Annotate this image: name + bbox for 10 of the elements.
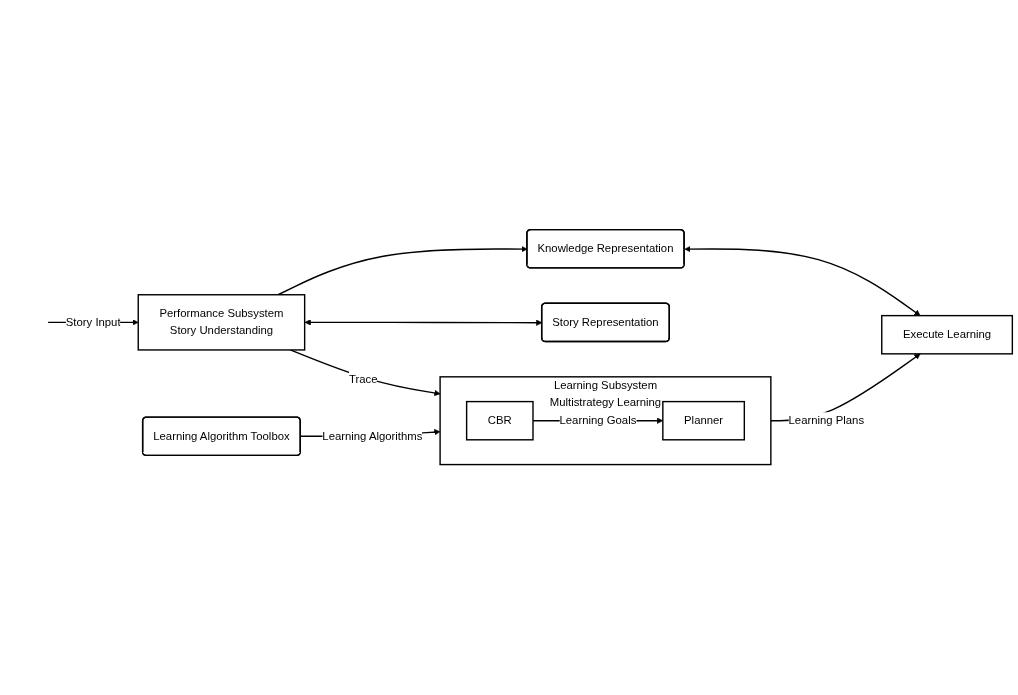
edge-label: Trace (348, 373, 378, 386)
node-box: Execute Learning (881, 315, 1014, 355)
edge-label: Story Input (65, 316, 121, 329)
edge-label: Learning Algorithms (322, 430, 423, 443)
node-box: CBR (465, 401, 534, 441)
arrow (684, 246, 921, 317)
node-box: Planner (662, 401, 746, 441)
edge-label: Learning Goals (559, 414, 637, 427)
edge-label: Learning Plans (788, 414, 865, 427)
node-box: Performance Subsystem Story Understanding (137, 294, 306, 352)
